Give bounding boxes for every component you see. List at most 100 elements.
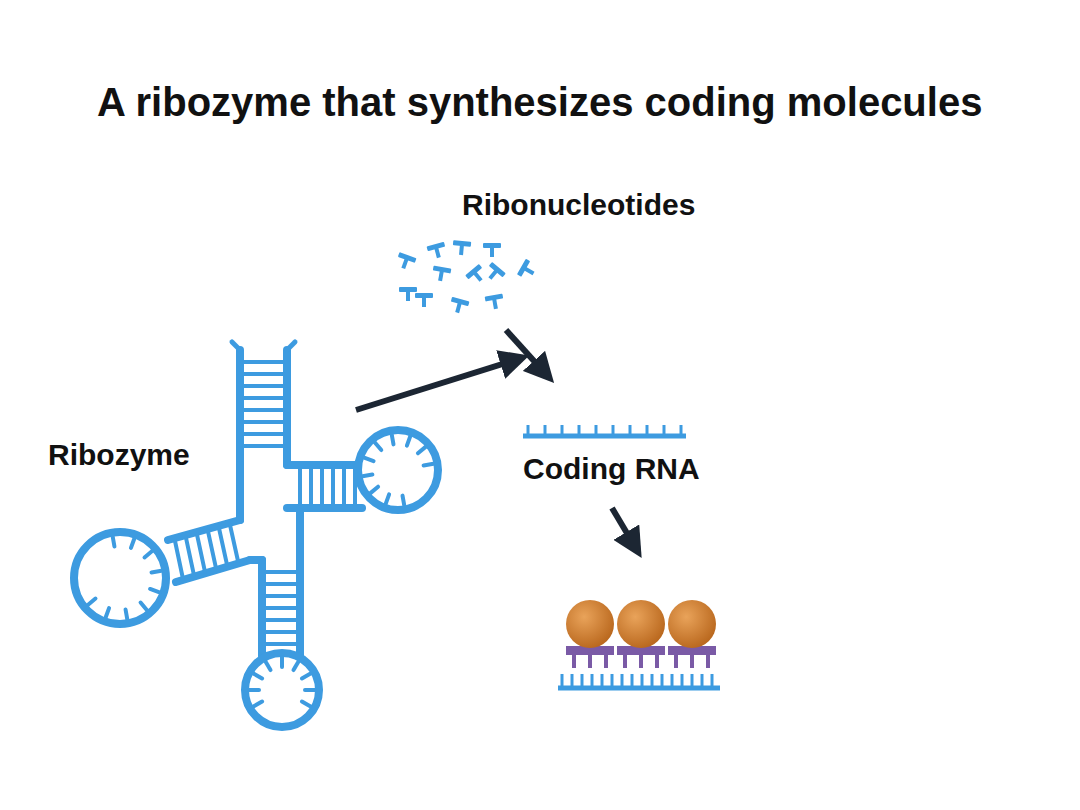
ribonucleotide — [485, 293, 505, 310]
ribonucleotide — [517, 259, 538, 282]
base — [424, 464, 434, 466]
base — [691, 674, 694, 688]
base — [88, 599, 96, 605]
base — [671, 674, 674, 688]
base — [680, 425, 683, 436]
base — [294, 661, 299, 670]
adaptor-base — [572, 654, 576, 668]
ribonucleotide — [427, 242, 448, 260]
base — [152, 571, 162, 573]
base-pair — [266, 618, 296, 622]
ribonucleotide — [448, 297, 469, 315]
base — [651, 674, 654, 688]
base — [249, 688, 259, 692]
base-pair — [175, 541, 183, 579]
base-pair — [266, 594, 296, 598]
ribonucleotide — [483, 243, 501, 257]
base — [113, 537, 115, 547]
base — [418, 447, 426, 453]
base — [363, 475, 373, 477]
base — [403, 496, 405, 506]
base-pair — [266, 582, 296, 586]
base — [266, 661, 271, 670]
base — [612, 425, 615, 436]
ribonucleotide — [483, 262, 506, 284]
base-pair — [244, 420, 283, 424]
base — [581, 674, 584, 688]
ribonucleotide — [399, 287, 417, 301]
base-pair — [244, 432, 283, 436]
base — [370, 487, 378, 493]
base — [641, 674, 644, 688]
base — [561, 425, 564, 436]
base — [571, 674, 574, 688]
base — [561, 674, 564, 688]
base — [595, 425, 598, 436]
base-pair — [266, 606, 296, 610]
base — [631, 674, 634, 688]
ribonucleotide — [431, 265, 451, 282]
base-pair — [244, 372, 283, 376]
base-pair — [309, 469, 313, 504]
ribonucleotide — [452, 240, 471, 256]
base — [527, 425, 530, 436]
ribonucleotide — [395, 252, 417, 271]
adaptor-base — [639, 654, 643, 668]
base — [131, 539, 134, 548]
diagram-title: A ribozyme that synthesizes coding molec… — [97, 80, 982, 125]
adaptor-base — [655, 654, 659, 668]
base — [253, 702, 262, 707]
base-pair — [197, 535, 205, 572]
base — [621, 674, 624, 688]
base — [375, 442, 381, 450]
base — [305, 688, 315, 692]
base — [601, 674, 604, 688]
label-coding-rna: Coding RNA — [523, 452, 700, 486]
base — [364, 458, 373, 461]
base — [591, 674, 594, 688]
base-pair — [266, 642, 296, 646]
base-pair — [208, 531, 216, 568]
base-pair — [219, 528, 227, 564]
base — [386, 494, 389, 503]
base-pair — [331, 469, 335, 504]
base — [407, 436, 410, 445]
base — [711, 674, 714, 688]
base — [392, 435, 394, 445]
base-pair — [266, 630, 296, 634]
base-pair — [244, 408, 283, 412]
base — [106, 608, 109, 617]
coding-rna-strand — [523, 425, 686, 436]
base-pair — [230, 525, 238, 561]
adaptor-base — [690, 654, 694, 668]
adaptor-base — [623, 654, 627, 668]
base-pair — [244, 384, 283, 388]
base-pair — [244, 444, 283, 448]
base-pair — [244, 396, 283, 400]
base — [302, 674, 311, 679]
base-pair — [244, 360, 283, 364]
base — [663, 425, 666, 436]
base-pair — [320, 469, 324, 504]
base — [280, 657, 284, 667]
base — [126, 610, 128, 620]
base-pair — [186, 538, 194, 576]
base-pair — [353, 469, 357, 504]
base — [302, 702, 311, 707]
adaptor-base — [706, 654, 710, 668]
adaptor-base — [588, 654, 592, 668]
base — [150, 589, 159, 592]
base — [611, 674, 614, 688]
base-pair — [342, 469, 346, 504]
ribonucleotide — [465, 264, 488, 286]
base — [578, 425, 581, 436]
base — [544, 425, 547, 436]
base — [629, 425, 632, 436]
base — [646, 425, 649, 436]
base — [661, 674, 664, 688]
base — [253, 674, 262, 679]
base — [145, 551, 153, 557]
label-ribonucleotides: Ribonucleotides — [462, 188, 695, 222]
base — [701, 674, 704, 688]
adaptor-base — [674, 654, 678, 668]
